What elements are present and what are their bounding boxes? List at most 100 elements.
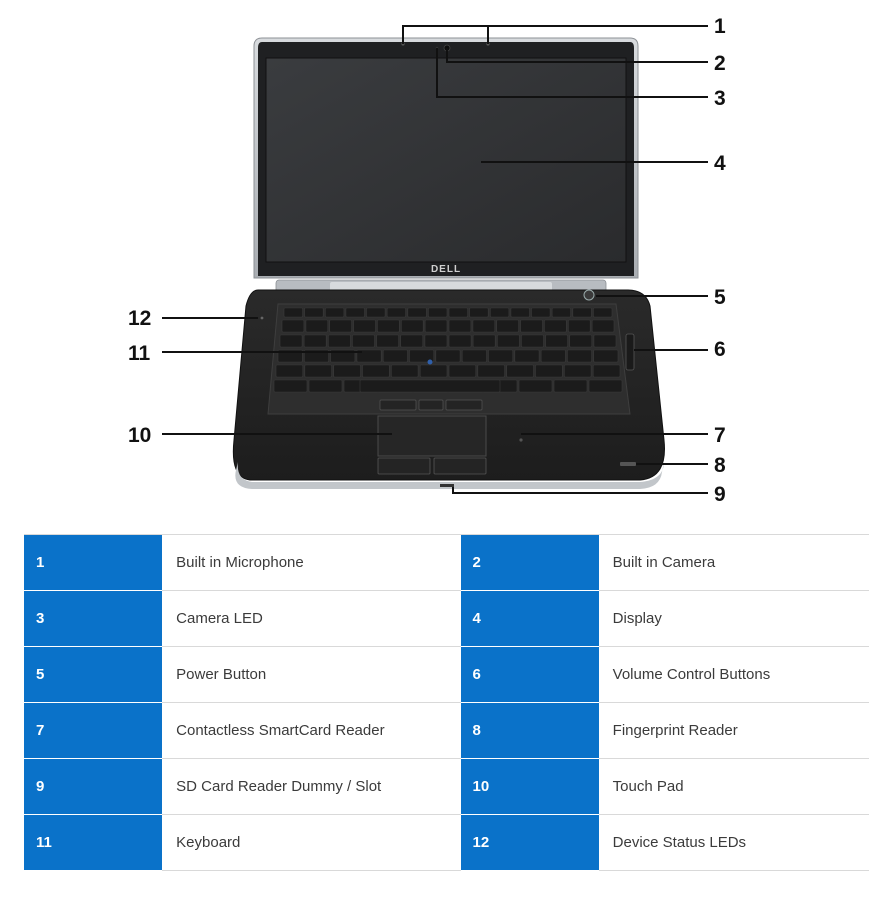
callout-number-7: 7 [714,424,726,447]
keyboard-key [305,319,329,333]
keyboard-key [281,319,305,333]
keyboard-key [428,307,448,318]
keyboard-key [304,364,332,378]
keyboard-key [386,307,407,318]
trackpad-button [418,399,444,411]
keyboard-key [419,364,448,378]
smartcard-reader [519,438,523,442]
keyboard-key [461,349,487,363]
keyboard-key [304,307,324,318]
keyboard-key [352,334,375,348]
legend-label: Contactless SmartCard Reader [162,702,461,759]
keyboard-key [329,319,352,333]
keyboard-key [324,307,345,318]
keyboard-key [308,379,343,393]
legend-number: 5 [24,646,163,703]
keyboard-key [510,307,530,318]
legend-label: Volume Control Buttons [598,646,869,703]
keyboard-key [544,319,567,333]
keyboard-key [591,319,615,333]
legend-number: 2 [460,534,599,591]
keyboard-key [279,334,303,348]
legend-label: Device Status LEDs [598,814,869,871]
keyboard-key [518,379,553,393]
keyboard-key [424,319,448,333]
keyboard-key [540,349,566,363]
trackpad-button [445,399,483,411]
legend-number: 8 [460,702,599,759]
callout-number-10: 10 [128,424,151,447]
fingerprint-reader [620,462,636,466]
keyboard-key [407,307,427,318]
keyboard-key [567,349,593,363]
keyboard-key [382,349,408,363]
keyboard-key [551,307,571,318]
keyboard-key [472,319,496,333]
callout-number-4: 4 [714,152,726,175]
legend-label: Power Button [162,646,461,703]
keyboard-key [469,307,489,318]
keyboard-key [448,364,477,378]
keyboard-key [496,334,520,348]
space-bar [359,379,501,393]
callout-number-11: 11 [128,342,151,365]
status-led [260,316,264,320]
keyboard-key [448,307,468,318]
touch-pad [377,415,487,457]
keyboard-key [489,307,510,318]
keyboard-key [572,307,592,318]
trackpad-button [377,457,431,475]
keyboard-key [496,319,519,333]
keyboard-key [545,334,568,348]
callout-number-5: 5 [714,286,726,309]
keyboard-key [345,307,365,318]
keyboard-key [553,379,588,393]
keyboard-key [593,349,619,363]
callout-numbers: 1 2 3 4 5 6 7 8 9 10 11 12 [128,15,726,506]
legend-number: 9 [24,758,163,815]
keyboard-key [448,319,472,333]
volume-buttons [625,333,635,371]
legend-number: 4 [460,590,599,647]
legend-label: Fingerprint Reader [598,702,869,759]
power-button [583,289,595,301]
keyboard-key [477,364,505,378]
legend-number: 10 [460,758,599,815]
callout-number-9: 9 [714,483,726,506]
callout-lines [162,25,708,494]
keyboard-key [521,334,544,348]
keyboard-key [472,334,496,348]
keyboard-key [273,379,308,393]
keyboard-key [390,364,419,378]
legend-number: 7 [24,702,163,759]
callout-number-1: 1 [714,15,726,38]
laptop-lid: DELL [253,37,639,279]
keyboard-key [409,349,435,363]
legend-number: 1 [24,534,163,591]
sd-card-slot [440,484,454,487]
keyboard-key [377,319,400,333]
keyboard-key [563,364,592,378]
keyboard-key [506,364,534,378]
legend-number: 6 [460,646,599,703]
keyboard-key [448,334,472,348]
keyboard-key [400,319,424,333]
legend-label: Built in Camera [598,534,869,591]
keyboard-key [327,334,351,348]
keyboard-key [362,364,390,378]
legend-label: Built in Microphone [162,534,461,591]
legend-label: Camera LED [162,590,461,647]
legend-label: Keyboard [162,814,461,871]
keyboard [273,307,623,393]
keyboard-key [531,307,551,318]
keyboard-key [520,319,543,333]
keyboard-key [303,334,327,348]
keyboard-key [592,364,621,378]
keyboard-key [424,334,448,348]
